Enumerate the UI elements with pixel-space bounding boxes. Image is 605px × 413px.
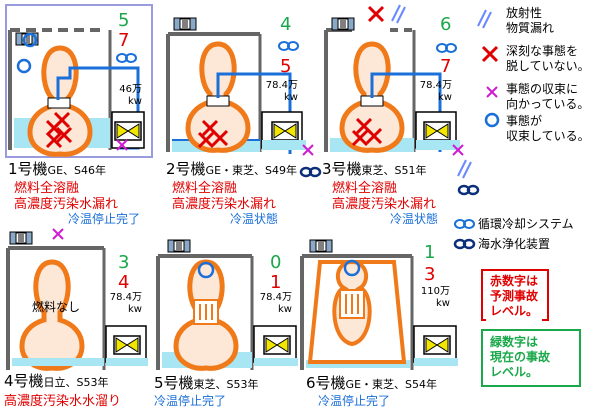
unit-6-building xyxy=(300,239,458,370)
unit-4-level: 3 xyxy=(118,252,130,273)
unit-4-title: 4号機日立、S53年 xyxy=(4,372,109,390)
unit-4-forecast: 4 xyxy=(118,272,130,293)
unit-3-forecast: 7 xyxy=(440,56,452,77)
unit-6-title: 6号機GE・東芝、S54年 xyxy=(306,374,438,392)
legend-loop-label: 循環冷却システム xyxy=(478,217,574,231)
unit-6-status-blue: 冷温停止完了 xyxy=(318,394,391,408)
unit-3-building xyxy=(324,4,472,179)
unit-4-building xyxy=(6,228,148,370)
unit-5-status-blue: 冷温停止完了 xyxy=(154,394,227,408)
unit-3-status-1: 燃料全溶融 xyxy=(332,181,398,196)
unit-3-status-blue: 冷温状態 xyxy=(390,212,439,226)
unit-2-building xyxy=(166,17,314,156)
unit-1-level: 5 xyxy=(118,10,130,31)
unit-1-status-blue: 冷温停止完了 xyxy=(68,212,141,226)
unit-2-status-2: 高濃度汚染水漏れ xyxy=(172,197,277,212)
legend-red-x-label: 深刻な事態を 脱していない。 xyxy=(506,44,590,73)
unit-3-level: 6 xyxy=(440,14,452,35)
unit-1-building xyxy=(5,4,153,158)
legend-leak-label: 放射性 物質漏れ xyxy=(506,6,555,35)
unit-4-no-fuel: 燃料なし xyxy=(32,300,81,314)
unit-2-forecast: 5 xyxy=(280,56,292,77)
note-red-forecast: 赤数字は 予測事故 レベル。 xyxy=(486,272,543,321)
unit-2-status-blue: 冷温状態 xyxy=(230,212,279,226)
unit-2-status-1: 燃料全溶融 xyxy=(172,181,238,196)
legend-purify-label: 海水浄化装置 xyxy=(478,237,551,251)
unit-1-status-1: 燃料全溶融 xyxy=(14,181,80,196)
unit-2-title: 2号機GE・東芝、S49年 xyxy=(166,160,298,178)
unit-1-status-2: 高濃度汚染水漏れ xyxy=(14,197,119,212)
legend-pink-x-label: 事態の収束に 向かっている。 xyxy=(506,82,590,111)
unit-5-building xyxy=(156,239,298,370)
unit-1-forecast: 7 xyxy=(118,30,130,51)
unit-5-forecast: 1 xyxy=(270,272,282,293)
unit-1-title: 1号機GE、S46年 xyxy=(8,160,107,178)
unit-2-level: 4 xyxy=(280,14,292,35)
unit-3-title: 3号機東芝、S51年 xyxy=(322,160,427,178)
unit-5-title: 5号機東芝、S53年 xyxy=(154,374,259,392)
note-green-current: 緑数字は 現在の事故 レベル。 xyxy=(486,333,555,382)
unit-6-forecast: 3 xyxy=(424,264,436,285)
unit-3-status-2: 高濃度汚染水漏れ xyxy=(332,197,437,212)
unit-5-level: 0 xyxy=(270,252,282,273)
unit-6-level: 1 xyxy=(424,242,436,263)
unit-4-status-1: 高濃度汚染水水溜り xyxy=(4,394,122,409)
legend-circle-label: 事態が 収束している。 xyxy=(506,114,590,143)
